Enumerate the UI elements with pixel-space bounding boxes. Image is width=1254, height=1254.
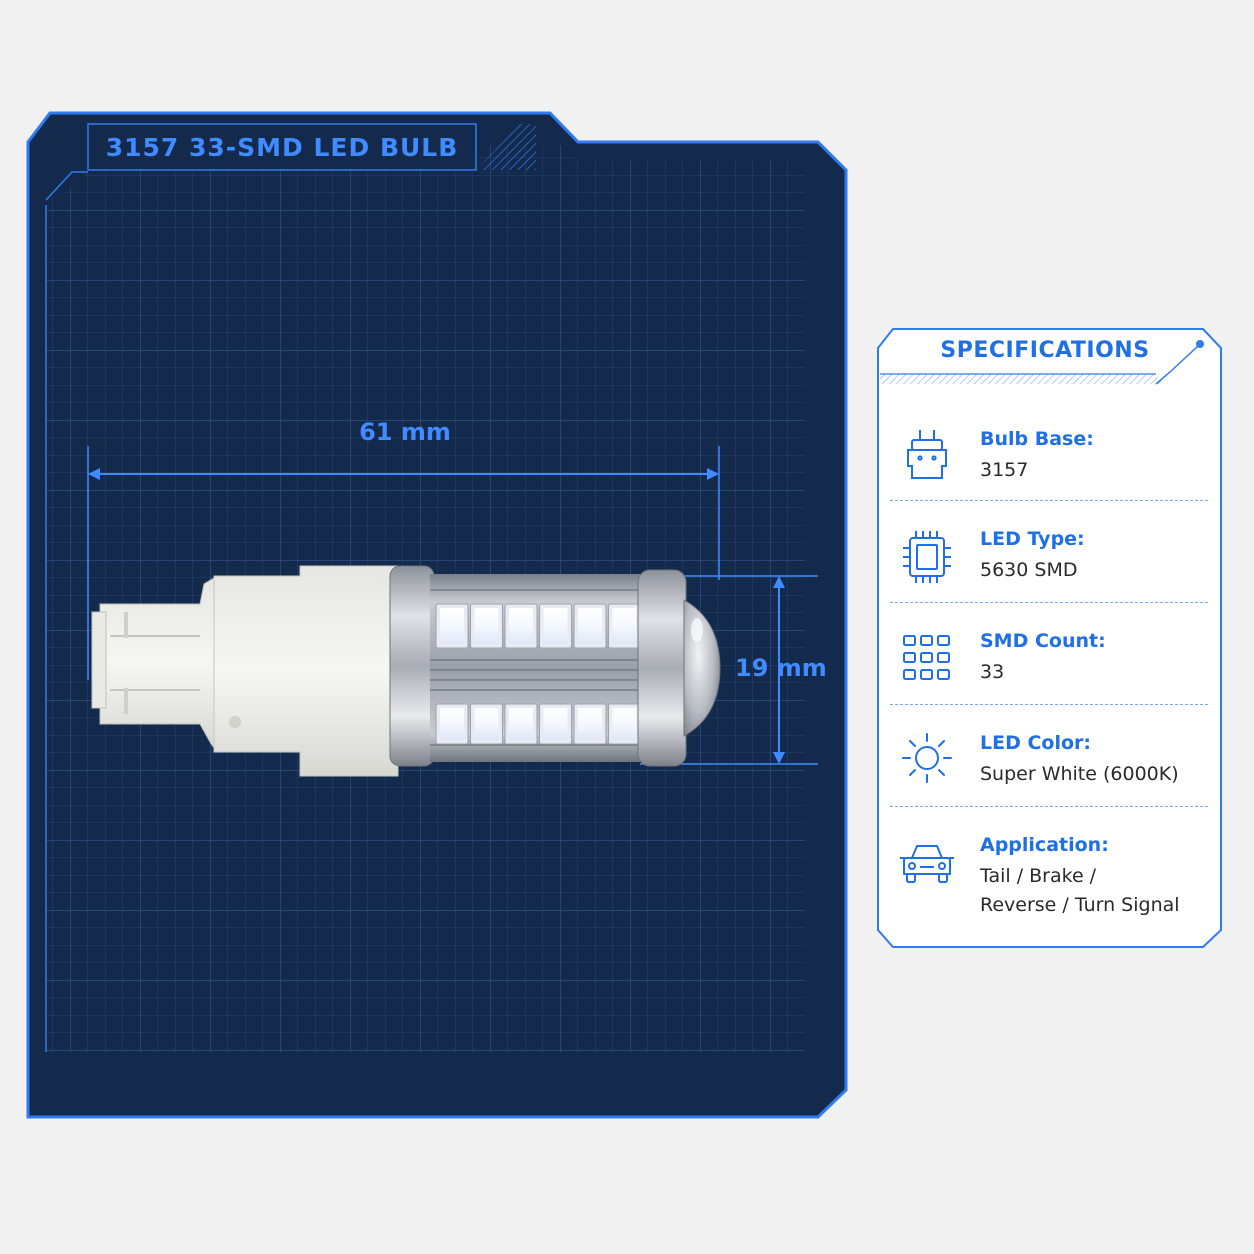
spec-label: Application: [980,834,1109,856]
led-bulb-illustration [91,565,721,777]
spec-label: LED Type: [980,528,1085,550]
led-chip-emitter [578,608,602,644]
spec-heading: SPECIFICATIONS [940,338,1150,363]
led-row-bottom [435,703,641,745]
title-tab [87,123,477,171]
length-label: 61 mm [359,418,451,446]
chip-icon [903,531,951,583]
led-chip-emitter [474,608,499,644]
divider [890,500,1208,501]
led-chip-emitter [578,708,602,740]
led-chip-emitter [543,608,568,644]
bulb-base-icon [907,430,947,479]
led-row-top [435,603,641,649]
grid-icon [903,635,950,680]
spec-value: Tail / Brake / Reverse / Turn Signal [980,862,1180,920]
spec-value-line: Tail / Brake / [980,865,1097,887]
dimension-61mm [87,446,720,680]
divider [890,602,1208,603]
spec-label: SMD Count: [980,630,1106,652]
sun-icon [902,733,952,783]
led-chip-emitter [440,608,464,644]
led-chip-emitter [612,608,637,644]
divider [890,806,1208,807]
led-chip-emitter [612,708,637,740]
led-chip-emitter [474,708,499,740]
led-chip-emitter [440,708,464,740]
product-title: 3157 33-SMD LED BULB [105,132,459,162]
spec-value: 3157 [980,459,1029,481]
spec-label: LED Color: [980,732,1092,754]
spec-value: 5630 SMD [980,559,1078,581]
spec-value: 33 [980,661,1005,683]
led-chip-emitter [509,608,533,644]
spec-value: Super White (6000K) [980,763,1179,785]
spec-card [877,328,1222,948]
led-chip-emitter [543,708,568,740]
spec-label: Bulb Base: [980,428,1094,450]
diameter-label: 19 mm [735,654,827,682]
divider [890,704,1208,705]
led-chip-emitter [509,708,533,740]
car-icon [900,845,954,883]
spec-value-line: Reverse / Turn Signal [980,894,1180,916]
